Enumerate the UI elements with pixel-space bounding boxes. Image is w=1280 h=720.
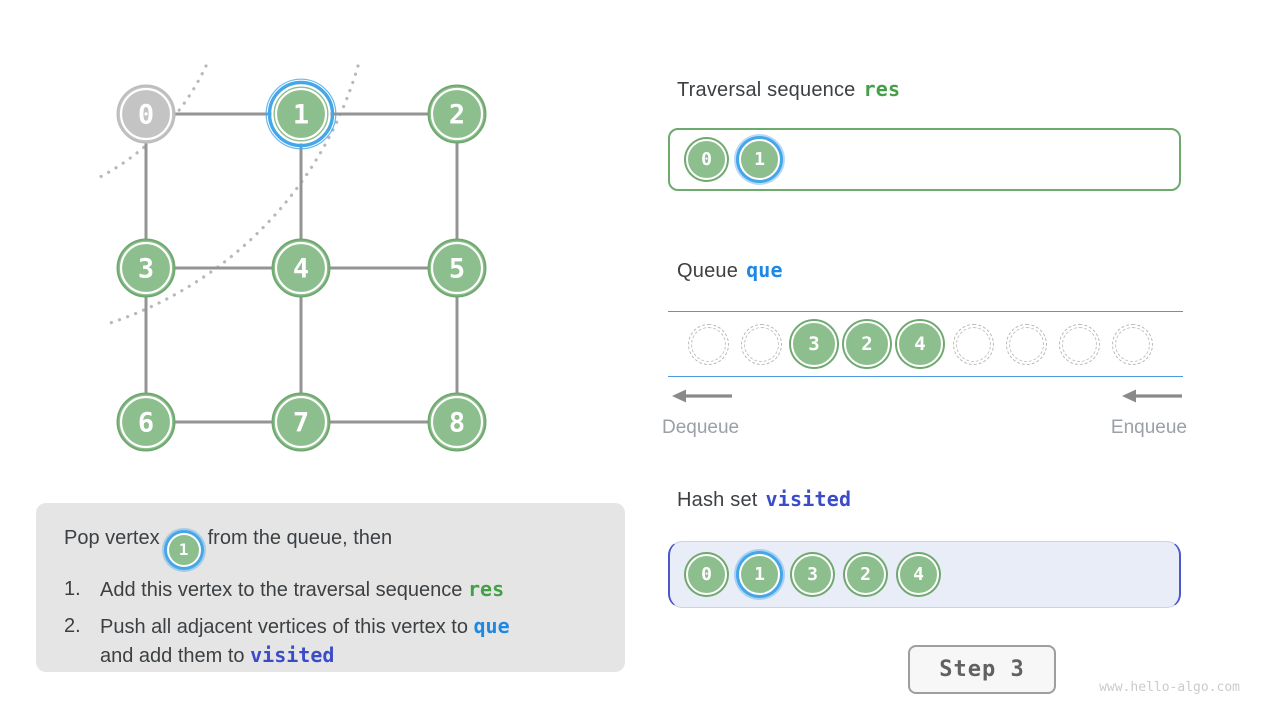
explanation-text: Add this vertex to the traversal sequenc… bbox=[100, 579, 468, 601]
queue-slot-filled: 3 bbox=[791, 321, 837, 367]
visited-code: visited bbox=[765, 487, 852, 511]
explanation-text: Pop vertex bbox=[64, 527, 160, 549]
explanation-box: Pop vertex 1 from the queue, then 1. Add th… bbox=[36, 503, 625, 672]
list-item-text: Add this vertex to the traversal sequenc… bbox=[100, 575, 605, 604]
queue-slot-empty bbox=[1109, 321, 1155, 367]
queue-slot-empty bbox=[738, 321, 784, 367]
queue-slot-empty bbox=[950, 321, 996, 367]
vertex-chip-3: 3 bbox=[791, 321, 837, 367]
queue-empty-circle bbox=[1111, 323, 1153, 365]
vertex-chip-4: 4 bbox=[898, 554, 939, 595]
graph-vertex-7: 7 bbox=[271, 392, 331, 452]
queue-empty-circle bbox=[687, 323, 729, 365]
hashset-title-text: Hash set bbox=[677, 489, 758, 511]
svg-text:6: 6 bbox=[138, 408, 154, 439]
traversal-title-text: Traversal sequence bbox=[677, 79, 856, 101]
queue-empty-circle bbox=[1005, 323, 1047, 365]
svg-text:7: 7 bbox=[293, 408, 309, 439]
vertex-chip-1: 1 bbox=[739, 554, 780, 595]
code-token-visited: visited bbox=[250, 643, 335, 667]
graph-vertex-1: 1 bbox=[265, 78, 337, 150]
queue-slot-empty bbox=[1056, 321, 1102, 367]
dequeue-label: Dequeue bbox=[662, 417, 740, 438]
queue-empty-circle bbox=[740, 323, 782, 365]
svg-text:4: 4 bbox=[293, 254, 309, 285]
explanation-text: Push all adjacent vertices of this verte… bbox=[100, 616, 474, 638]
graph-vertex-0: 0 bbox=[116, 84, 176, 144]
graph-vertex-3: 3 bbox=[116, 238, 176, 298]
graph-vertex-2: 2 bbox=[427, 84, 487, 144]
queue-slot-empty bbox=[1003, 321, 1049, 367]
vertex-chip-1: 1 bbox=[166, 533, 201, 567]
graph-vertex-5: 5 bbox=[427, 238, 487, 298]
que-code: que bbox=[746, 258, 783, 282]
vertex-chip-3: 3 bbox=[792, 554, 833, 595]
enqueue-arrow-icon bbox=[1122, 389, 1182, 403]
vertex-chip-0: 0 bbox=[686, 139, 727, 180]
vertex-chip-2: 2 bbox=[844, 321, 890, 367]
queue-slot-empty bbox=[685, 321, 731, 367]
step-button[interactable]: Step 3 bbox=[908, 645, 1056, 694]
queue-empty-circle bbox=[952, 323, 994, 365]
explanation-list: 1. Add this vertex to the traversal seque… bbox=[64, 575, 605, 670]
explanation-item: 2. Push all adjacent vertices of this ver… bbox=[64, 612, 605, 670]
queue-slot-filled: 2 bbox=[844, 321, 890, 367]
vertex-chip-4: 4 bbox=[897, 321, 943, 367]
explanation-text: and add them to bbox=[100, 645, 251, 667]
svg-text:5: 5 bbox=[449, 254, 465, 285]
queue-title-text: Queue bbox=[677, 260, 739, 282]
code-token-que: que bbox=[473, 614, 510, 638]
vertex-chip-0: 0 bbox=[686, 554, 727, 595]
svg-text:2: 2 bbox=[449, 100, 465, 131]
queue-empty-circle bbox=[1058, 323, 1100, 365]
vertex-chip-2: 2 bbox=[845, 554, 886, 595]
list-marker: 2. bbox=[64, 615, 81, 637]
queue-slot-filled: 4 bbox=[897, 321, 943, 367]
graph-vertex-8: 8 bbox=[427, 392, 487, 452]
explanation-intro: Pop vertex 1 from the queue, then bbox=[64, 515, 605, 567]
vertex-chip-1: 1 bbox=[739, 139, 780, 180]
watermark: www.hello-algo.com bbox=[1099, 680, 1240, 695]
list-item-text: Push all adjacent vertices of this verte… bbox=[100, 612, 605, 670]
graph-vertex-6: 6 bbox=[116, 392, 176, 452]
svg-text:8: 8 bbox=[449, 408, 465, 439]
graph-svg: 0 1 2 3 4 5 6 7 8 bbox=[98, 64, 487, 452]
explanation-item: 1. Add this vertex to the traversal seque… bbox=[64, 575, 605, 604]
code-token-res: res bbox=[467, 577, 505, 601]
dequeue-arrow-icon bbox=[672, 389, 732, 403]
traversal-title: Traversal sequence res bbox=[677, 77, 900, 102]
svg-text:3: 3 bbox=[138, 254, 154, 285]
svg-text:1: 1 bbox=[293, 100, 309, 131]
graph-vertex-4: 4 bbox=[271, 238, 331, 298]
list-marker: 1. bbox=[64, 578, 81, 600]
enqueue-label: Enqueue bbox=[1110, 417, 1187, 438]
svg-text:0: 0 bbox=[138, 100, 154, 131]
hashset-title: Hash set visited bbox=[677, 487, 851, 512]
explanation-text: from the queue, then bbox=[207, 527, 393, 549]
res-code: res bbox=[863, 77, 901, 101]
queue-title: Queue que bbox=[677, 258, 783, 283]
